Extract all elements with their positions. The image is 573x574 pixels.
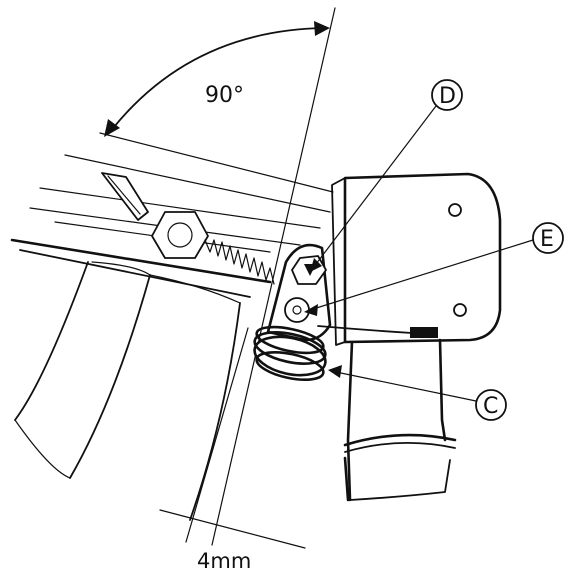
callout-c: C [328,365,507,421]
bolt-e-center [292,305,302,315]
post-collar-top [343,433,457,447]
callout-e-arrowhead [304,304,318,316]
callout-d: D [310,79,463,272]
vertical-reference-line [211,7,336,546]
lower-post [343,338,457,502]
angle-indicator: 90° [104,21,330,137]
hex-nut-face [167,222,193,248]
gap-dimension-line [159,509,306,549]
adjusting-knob [253,325,327,382]
boom-underside-edge [19,249,251,298]
boom-rail-1 [64,154,331,213]
angle-arrowhead-left [104,119,120,137]
hood-panel-top-2 [149,274,241,304]
bracket-hole-bottom [453,303,467,317]
hood-panel-edge-2 [69,274,151,479]
bracket-housing [331,172,502,346]
bolt-e-body [284,297,310,323]
screwdriver-groove [107,175,141,215]
callout-d-circle [431,79,463,111]
post-bottom [349,459,451,501]
knob-ring-2 [253,331,327,365]
hood-panel-top-1 [91,261,151,276]
reference-lines: 4mm [99,7,336,573]
hood-panel-bottom [14,419,71,479]
screwdriver [101,172,149,221]
bracket-clip [410,327,438,338]
callout-d-leader [315,105,437,265]
bracket-hole-top [448,203,462,217]
callout-d-label: D [439,84,456,109]
hood-panel-edge-3 [189,302,241,521]
callout-e-label: E [540,227,554,252]
gap-reference-line [185,327,249,543]
angle-label: 90° [205,83,244,108]
callout-e-leader [309,239,534,311]
callout-e: E [304,222,564,316]
spring-coil [204,239,275,285]
callout-c-circle [475,389,507,421]
post-collar-ring [344,441,456,453]
callout-c-label: C [483,394,498,419]
hood-panel-edge-1 [14,261,89,421]
bracket-side-edge [331,177,346,346]
callout-d-arrowhead [310,258,322,272]
hood-panels [14,261,241,521]
spring [204,239,275,285]
boom-underside [10,238,272,284]
callout-c-arrowhead [328,365,342,378]
gap-label: 4mm [197,549,251,573]
hex-nut [151,211,209,259]
post-right-edge [438,338,447,442]
post-lower-left [343,456,350,502]
callout-e-circle [532,222,564,254]
knob-ring-4 [255,350,325,382]
post-left-edge [346,340,354,502]
knob-ring-3 [255,325,325,355]
lever-cable [317,325,413,334]
angle-arrowhead-right [314,21,330,36]
angle-arc [109,27,326,133]
hex-nut-body [151,211,209,259]
boom-rail-2 [39,187,321,229]
callout-c-leader [335,371,477,402]
bracket-plate [343,172,502,344]
horizontal-reference-line [99,132,334,193]
boom-arm [10,154,331,298]
